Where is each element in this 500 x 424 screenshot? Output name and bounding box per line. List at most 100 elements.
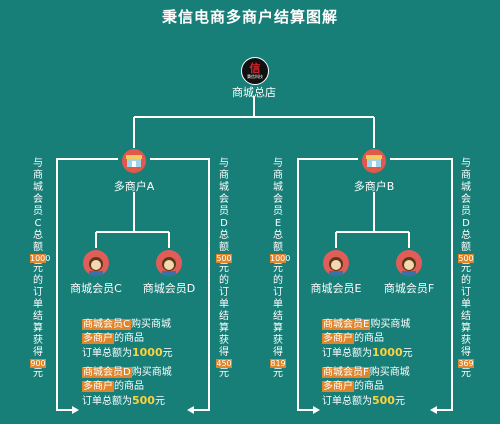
note-char: 商 xyxy=(219,170,229,181)
note-char: 结 xyxy=(33,311,43,322)
order-unit: 元 xyxy=(402,348,413,359)
note-char: 额 xyxy=(461,242,471,253)
note-char: D xyxy=(220,218,228,229)
note-char: 城 xyxy=(273,182,283,193)
note-char: 的 xyxy=(33,275,43,286)
order-action: 购买商城 xyxy=(130,319,171,330)
note-char: 元 xyxy=(273,263,283,274)
note-char: 元 xyxy=(461,263,471,274)
note-char: 订 xyxy=(33,287,43,298)
note-char: 总 xyxy=(273,230,283,241)
member-name: 商城会员F xyxy=(322,367,370,378)
note-char: 元 xyxy=(273,368,283,379)
member-name: 商城会员C xyxy=(82,319,131,330)
note-char: 城 xyxy=(461,182,471,193)
note-char: 单 xyxy=(219,299,229,310)
root-store-label: 商城总店 xyxy=(232,86,276,99)
logo-mark: 信 xyxy=(249,62,261,75)
note-char: D xyxy=(462,218,470,229)
note-char: 总 xyxy=(219,230,229,241)
goods-suffix: 的商品 xyxy=(114,333,144,344)
note-char: 总 xyxy=(33,230,43,241)
order-action: 购买商城 xyxy=(131,367,172,378)
note-char: 算 xyxy=(273,323,283,334)
note-char: 订 xyxy=(219,287,229,298)
note-char: 商 xyxy=(461,170,471,181)
note-char: 得 xyxy=(461,347,471,358)
note-char: 的 xyxy=(273,275,283,286)
note-char: 元 xyxy=(461,368,471,379)
goods-suffix: 的商品 xyxy=(354,333,384,344)
note-char: 会 xyxy=(219,194,229,205)
note-char: 元 xyxy=(33,263,43,274)
goods-suffix: 的商品 xyxy=(114,381,144,392)
note-char: 结 xyxy=(273,311,283,322)
member-avatar-icon xyxy=(396,250,422,276)
note-char: 的 xyxy=(461,275,471,286)
order-amount: 1000 xyxy=(132,346,163,359)
shop-icon xyxy=(362,149,386,173)
order-amount: 500 xyxy=(132,394,155,407)
note-char: 员 xyxy=(461,206,471,217)
order-unit: 元 xyxy=(154,396,165,407)
order-total-badge: 500 xyxy=(216,254,232,263)
merchant-name: 多商户 xyxy=(322,381,354,392)
order-action: 购买商城 xyxy=(370,319,411,330)
note-char: 获 xyxy=(461,335,471,346)
order-total-label: 订单总额为 xyxy=(82,348,132,359)
order-unit: 元 xyxy=(162,348,173,359)
note-char: 元 xyxy=(219,368,229,379)
merchant-a-label: 多商户A xyxy=(113,180,155,193)
order-note-e: 商城会员E购买商城 多商户的商品 订单总额为1000元 xyxy=(322,318,413,361)
order-total-label: 订单总额为 xyxy=(322,396,372,407)
note-char: 获 xyxy=(273,335,283,346)
member-avatar-icon xyxy=(323,250,349,276)
order-total-badge: 500 xyxy=(458,254,474,263)
note-char: 商 xyxy=(273,170,283,181)
note-char: 单 xyxy=(461,299,471,310)
note-char: 员 xyxy=(33,206,43,217)
note-char: 订 xyxy=(273,287,283,298)
note-char: 算 xyxy=(33,323,43,334)
note-char: 与 xyxy=(33,158,43,169)
company-logo: 信 秉信科技 xyxy=(241,57,269,85)
note-char: 获 xyxy=(33,335,43,346)
note-char: 员 xyxy=(273,206,283,217)
note-char: 会 xyxy=(273,194,283,205)
note-char: 元 xyxy=(33,368,43,379)
shop-icon xyxy=(122,149,146,173)
member-avatar-icon xyxy=(156,250,182,276)
member-c-label: 商城会员C xyxy=(70,282,122,295)
logo-subtitle: 秉信科技 xyxy=(247,74,263,79)
note-char: 得 xyxy=(33,347,43,358)
note-char: 城 xyxy=(219,182,229,193)
order-total-label: 订单总额为 xyxy=(322,348,372,359)
note-char: 元 xyxy=(219,263,229,274)
member-name: 商城会员D xyxy=(82,367,132,378)
note-char: 会 xyxy=(33,194,43,205)
settlement-amount-badge: 819 xyxy=(270,359,286,368)
member-f-label: 商城会员F xyxy=(383,282,435,295)
note-char: 结 xyxy=(219,311,229,322)
page-title: 秉信电商多商户结算图解 xyxy=(161,8,338,26)
note-char: 单 xyxy=(273,299,283,310)
order-note-d: 商城会员D购买商城 多商户的商品 订单总额为500元 xyxy=(82,366,172,409)
merchant-name: 多商户 xyxy=(82,381,114,392)
order-amount: 500 xyxy=(372,394,395,407)
order-action: 购买商城 xyxy=(369,367,410,378)
merchant-name: 多商户 xyxy=(322,333,354,344)
member-e-label: 商城会员E xyxy=(310,282,362,295)
order-note-c: 商城会员C购买商城 多商户的商品 订单总额为1000元 xyxy=(82,318,173,361)
note-char: 会 xyxy=(461,194,471,205)
note-char: 额 xyxy=(273,242,283,253)
settlement-amount-badge: 450 xyxy=(216,359,232,368)
order-total-badge: 1000 xyxy=(270,254,291,263)
note-char: 单 xyxy=(33,299,43,310)
note-char: 与 xyxy=(461,158,471,169)
order-total-label: 订单总额为 xyxy=(82,396,132,407)
note-char: 总 xyxy=(461,230,471,241)
